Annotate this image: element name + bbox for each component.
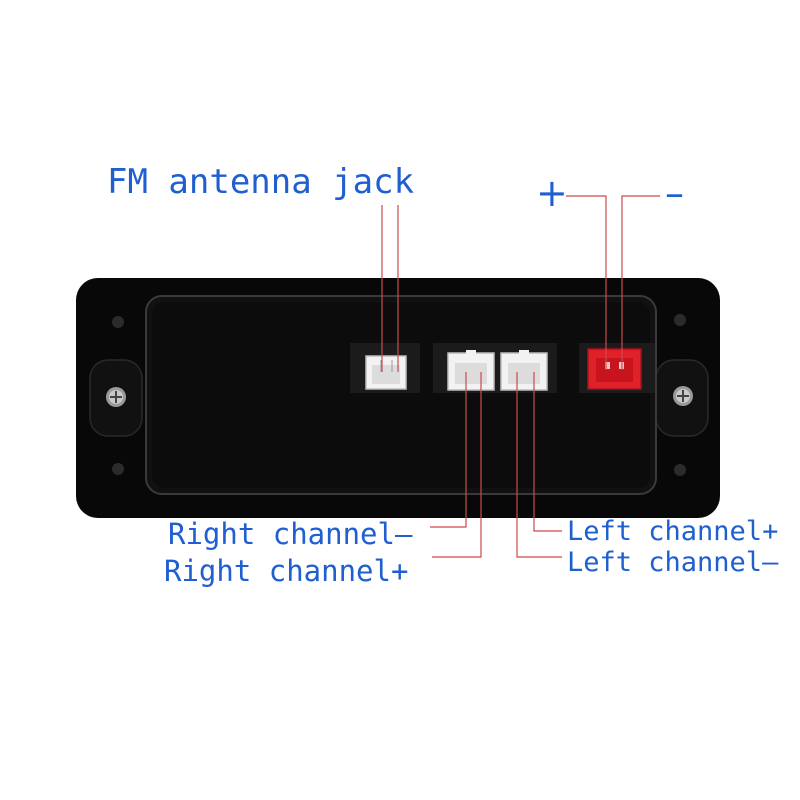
front-panel-inner <box>152 302 650 488</box>
label-right-channel-minus: Right channel– <box>168 517 413 551</box>
screw-icon <box>673 386 693 406</box>
label-fm-antenna-jack: FM antenna jack <box>107 162 414 202</box>
leader-left-minus <box>516 372 562 558</box>
label-power-plus: + <box>536 171 568 215</box>
hole-icon <box>674 314 686 326</box>
leader-power-plus <box>566 195 607 370</box>
leader-right-minus <box>430 372 467 528</box>
leader-power-minus <box>621 195 660 370</box>
hole-icon <box>112 316 124 328</box>
label-left-channel-minus: Left channel– <box>567 547 779 578</box>
leader-left-plus <box>533 372 562 532</box>
leader-right-plus <box>432 372 482 558</box>
screw-icon <box>106 387 126 407</box>
hole-icon <box>112 463 124 475</box>
label-right-channel-plus: Right channel+ <box>164 554 408 588</box>
label-power-minus: – <box>665 171 684 215</box>
label-left-channel-plus: Left channel+ <box>567 516 778 547</box>
power-connector <box>579 343 655 393</box>
hole-icon <box>674 464 686 476</box>
fm-antenna-connector <box>350 343 420 393</box>
speaker-connectors <box>433 343 557 393</box>
